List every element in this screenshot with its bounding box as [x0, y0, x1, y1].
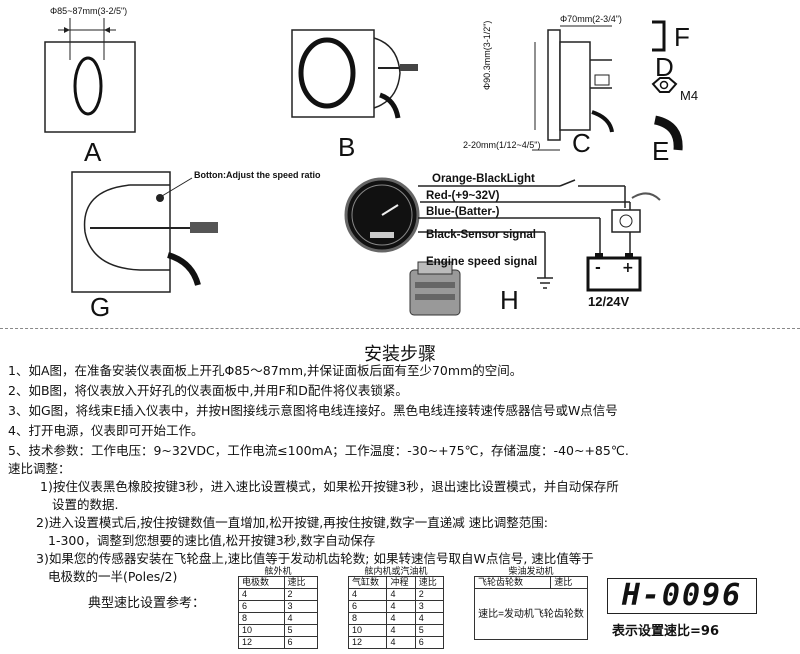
figure-g-rear-view [71, 171, 218, 293]
instruction-line: 1-300，调整到您想要的速比值,松开按键3秒,数字自动保存 [48, 533, 376, 548]
battery-plus: + [622, 260, 634, 276]
figure-c-width-dim: Φ70mm(2-3/4") [560, 14, 622, 24]
harness-e-icon [653, 115, 683, 151]
engine-speed-signal: Engine speed signal [426, 256, 538, 268]
instruction-line: 3、如G图，将线束E插入仪表中，并按H图接线示意图将电线连接好。黑色电线连接转速… [8, 403, 618, 418]
figure-f-label: F [674, 22, 690, 52]
wire-blue: Blue-(Batter-) [426, 206, 500, 218]
figure-a-dimension: Φ85~87mm(3-2/5") [50, 6, 128, 16]
instruction-line: 2、如B图，将仪表放入开好孔的仪表面板中,并用F和D配件将仪表锁紧。 [8, 383, 408, 398]
figure-b-gauge [291, 29, 418, 119]
figure-e-label: E [652, 136, 670, 166]
display-caption: 表示设置速比=96 [612, 624, 719, 639]
installation-diagrams [44, 18, 683, 316]
nut-d-icon [651, 77, 678, 93]
bracket-f-icon [652, 20, 666, 52]
wire-orange: Orange-BlackLight [432, 173, 535, 185]
table1-caption: 舷外机 [264, 567, 292, 577]
battery-voltage: 12/24V [588, 294, 630, 309]
instruction-line: 设置的数据. [52, 497, 119, 512]
figure-b-label: B [338, 132, 356, 162]
button-note: Botton:Adjust the speed ratio [194, 170, 321, 180]
wire-black: Black-Sensor signal [426, 229, 536, 241]
instruction-line: 1)按住仪表黑色橡胶按键3秒，进入速比设置模式，如果松开按键3秒，退出速比设置模… [40, 479, 619, 494]
instruction-line: 5、技术参数：工作电压：9~32VDC，工作电流≤100mA；工作温度：-30~… [8, 443, 629, 458]
instruction-line: 4、打开电源，仪表即可开始工作。 [8, 423, 204, 438]
figure-g-label: G [90, 292, 111, 322]
nut-size-label: M4 [680, 88, 699, 103]
figure-a-label: A [84, 137, 102, 167]
reference-label: 典型速比设置参考： [88, 596, 206, 611]
figure-a-panel [44, 18, 136, 133]
figure-d-label: D [655, 52, 674, 82]
instruction-line: 电极数的一半(Poles/2) [48, 569, 178, 584]
lcd-display: H-0096 [607, 578, 757, 614]
battery-minus: - [595, 260, 601, 276]
instruction-line: 2)进入设置模式后,按住按键数值一直增加,松开按键,再按住按键,数字一直递减 速… [36, 515, 548, 530]
figure-c-label: C [572, 128, 591, 158]
table3: 飞轮齿轮数速比 速比=发动机飞轮齿轮数 [473, 576, 588, 640]
figure-c-depth-dim: 2-20mm(1/12~4/5") [463, 140, 541, 150]
section-divider [0, 328, 800, 329]
figure-h-wiring [344, 177, 661, 316]
instruction-line: 3)如果您的传感器安装在飞轮盘上,速比值等于发动机齿轮数; 如果转速信号取自W点… [36, 551, 594, 566]
instruction-line: 速比调整： [8, 461, 71, 476]
figure-h-label: H [500, 285, 519, 315]
figure-c-side-view [532, 25, 614, 151]
instruction-line: 1、如A图，在准备安装仪表面板上开孔Φ85～87mm,并保证面板后面有至少70m… [8, 363, 523, 378]
wire-red: Red-(+9~32V) [426, 190, 500, 202]
instructions-title: 安装步骤 [364, 344, 436, 365]
figure-c-height-dim: Φ90.3mm(3-1/2") [482, 20, 492, 90]
table2-caption: 舷内机或汽油机 [364, 567, 428, 577]
table3-caption: 柴油发动机 [508, 567, 554, 577]
